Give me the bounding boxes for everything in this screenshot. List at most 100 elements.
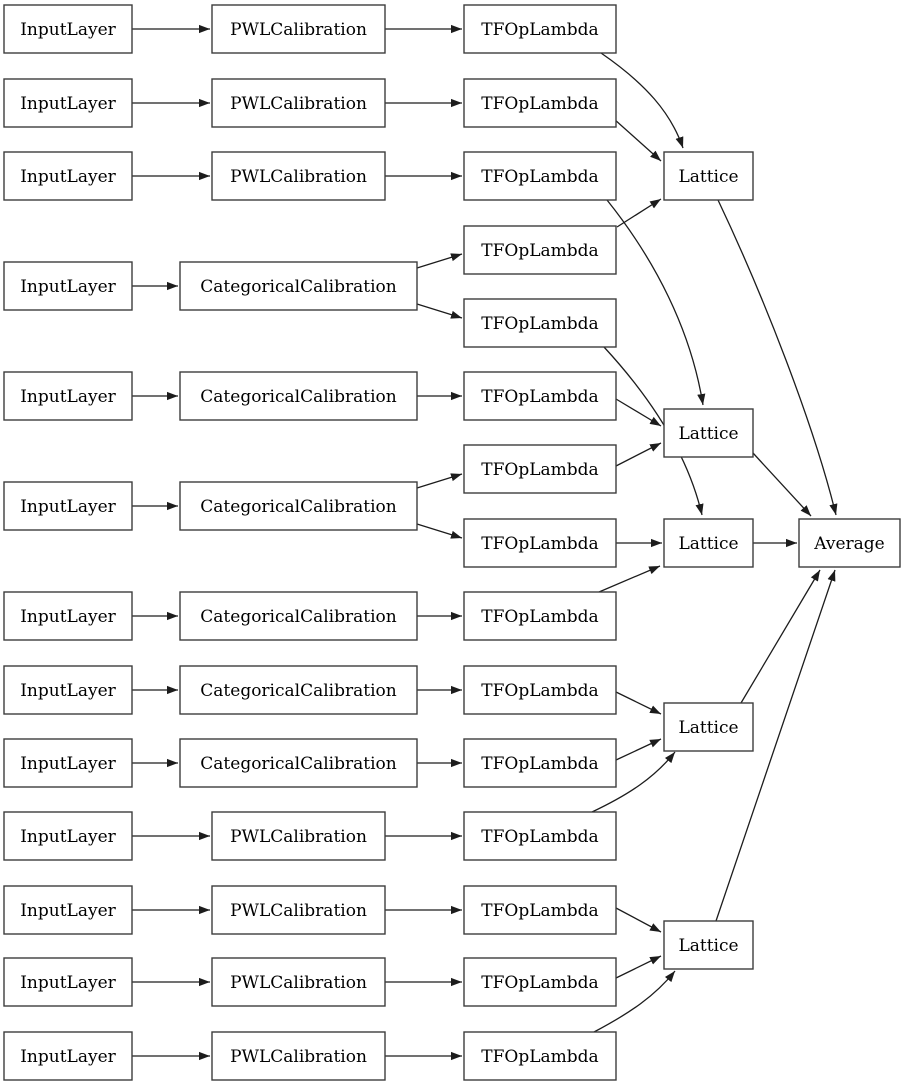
node-label: InputLayer bbox=[20, 497, 116, 517]
node-label: CategoricalCalibration bbox=[200, 754, 396, 774]
node-tfoplambda: TFOpLambda bbox=[463, 225, 617, 275]
node-box-in1 bbox=[3, 4, 133, 54]
node-inputlayer: InputLayer bbox=[3, 151, 133, 201]
edge-tf9-to-lat3 bbox=[598, 565, 661, 593]
node-pwlcalibration: PWLCalibration bbox=[211, 4, 386, 54]
node-inputlayer: InputLayer bbox=[3, 4, 133, 54]
node-inputlayer: InputLayer bbox=[3, 665, 133, 715]
edge-tf12-to-lat4 bbox=[591, 751, 676, 813]
node-box-cal1 bbox=[211, 4, 386, 54]
node-box-avg bbox=[798, 518, 901, 568]
node-tfoplambda: TFOpLambda bbox=[463, 665, 617, 715]
node-box-tf7 bbox=[463, 444, 617, 494]
node-box-tf3 bbox=[463, 151, 617, 201]
node-label: CategoricalCalibration bbox=[200, 607, 396, 627]
node-label: CategoricalCalibration bbox=[200, 497, 396, 517]
node-box-lat4 bbox=[663, 702, 754, 752]
node-box-in10 bbox=[3, 811, 133, 861]
node-label: TFOpLambda bbox=[481, 460, 598, 480]
node-label: TFOpLambda bbox=[481, 20, 598, 40]
node-tfoplambda: TFOpLambda bbox=[463, 1031, 617, 1081]
node-box-lat1 bbox=[663, 151, 754, 201]
node-box-in7 bbox=[3, 591, 133, 641]
node-box-in8 bbox=[3, 665, 133, 715]
node-pwlcalibration: PWLCalibration bbox=[211, 1031, 386, 1081]
node-box-in12 bbox=[3, 957, 133, 1007]
node-label: TFOpLambda bbox=[481, 1047, 598, 1067]
node-inputlayer: InputLayer bbox=[3, 738, 133, 788]
node-box-tf1 bbox=[463, 4, 617, 54]
node-box-cal4 bbox=[179, 261, 418, 311]
node-label: InputLayer bbox=[20, 607, 116, 627]
edge-cal4-to-tf5 bbox=[416, 303, 463, 319]
node-label: TFOpLambda bbox=[481, 973, 598, 993]
node-label: InputLayer bbox=[20, 1047, 116, 1067]
node-label: TFOpLambda bbox=[481, 607, 598, 627]
node-box-cal7 bbox=[179, 591, 418, 641]
node-label: InputLayer bbox=[20, 901, 116, 921]
node-tfoplambda: TFOpLambda bbox=[463, 4, 617, 54]
node-tfoplambda: TFOpLambda bbox=[463, 518, 617, 568]
node-box-tf14 bbox=[463, 957, 617, 1007]
node-label: TFOpLambda bbox=[481, 314, 598, 334]
edge-tf13-to-lat5 bbox=[615, 907, 662, 933]
node-label: PWLCalibration bbox=[230, 94, 367, 114]
node-box-tf9 bbox=[463, 591, 617, 641]
edge-lat1-to-avg bbox=[717, 199, 838, 516]
node-box-tf4 bbox=[463, 225, 617, 275]
node-inputlayer: InputLayer bbox=[3, 78, 133, 128]
node-label: InputLayer bbox=[20, 277, 116, 297]
edge-tf2-to-lat1 bbox=[613, 118, 662, 162]
node-box-tf13 bbox=[463, 885, 617, 935]
edge-cal4-to-tf4 bbox=[416, 253, 463, 269]
node-box-in13 bbox=[3, 1031, 133, 1081]
node-categoricalcalibration: CategoricalCalibration bbox=[179, 738, 418, 788]
node-box-cal11 bbox=[211, 885, 386, 935]
node-label: TFOpLambda bbox=[481, 534, 598, 554]
node-box-tf11 bbox=[463, 738, 617, 788]
node-inputlayer: InputLayer bbox=[3, 261, 133, 311]
node-tfoplambda: TFOpLambda bbox=[463, 444, 617, 494]
node-box-in3 bbox=[3, 151, 133, 201]
edge-tf1-to-lat1 bbox=[600, 52, 684, 149]
node-inputlayer: InputLayer bbox=[3, 591, 133, 641]
node-label: TFOpLambda bbox=[481, 387, 598, 407]
node-box-tf5 bbox=[463, 298, 617, 348]
node-label: Average bbox=[813, 534, 884, 554]
node-label: TFOpLambda bbox=[481, 754, 598, 774]
node-box-cal6 bbox=[179, 481, 418, 531]
edge-tf11-to-lat4 bbox=[615, 738, 662, 761]
node-pwlcalibration: PWLCalibration bbox=[211, 885, 386, 935]
node-inputlayer: InputLayer bbox=[3, 957, 133, 1007]
node-label: CategoricalCalibration bbox=[200, 387, 396, 407]
node-lattice: Lattice bbox=[663, 408, 754, 458]
node-label: InputLayer bbox=[20, 387, 116, 407]
edge-lat4-to-avg bbox=[740, 569, 821, 704]
node-box-in4 bbox=[3, 261, 133, 311]
node-inputlayer: InputLayer bbox=[3, 481, 133, 531]
node-label: PWLCalibration bbox=[230, 901, 367, 921]
node-label: Lattice bbox=[678, 424, 738, 444]
edge-cal6-to-tf8 bbox=[416, 523, 463, 539]
node-categoricalcalibration: CategoricalCalibration bbox=[179, 591, 418, 641]
node-label: Lattice bbox=[678, 718, 738, 738]
node-tfoplambda: TFOpLambda bbox=[463, 78, 617, 128]
node-box-lat3 bbox=[663, 518, 754, 568]
node-label: InputLayer bbox=[20, 94, 116, 114]
node-label: TFOpLambda bbox=[481, 681, 598, 701]
node-label: TFOpLambda bbox=[481, 167, 598, 187]
node-box-in9 bbox=[3, 738, 133, 788]
node-box-lat5 bbox=[663, 920, 754, 970]
node-label: Lattice bbox=[678, 167, 738, 187]
node-label: Lattice bbox=[678, 534, 738, 554]
node-inputlayer: InputLayer bbox=[3, 371, 133, 421]
node-box-cal13 bbox=[211, 1031, 386, 1081]
edge-tf15-to-lat5 bbox=[593, 970, 676, 1033]
node-box-cal5 bbox=[179, 371, 418, 421]
node-box-cal3 bbox=[211, 151, 386, 201]
edge-tf14-to-lat5 bbox=[615, 955, 662, 979]
edge-lat5-to-avg bbox=[715, 569, 836, 922]
node-pwlcalibration: PWLCalibration bbox=[211, 957, 386, 1007]
